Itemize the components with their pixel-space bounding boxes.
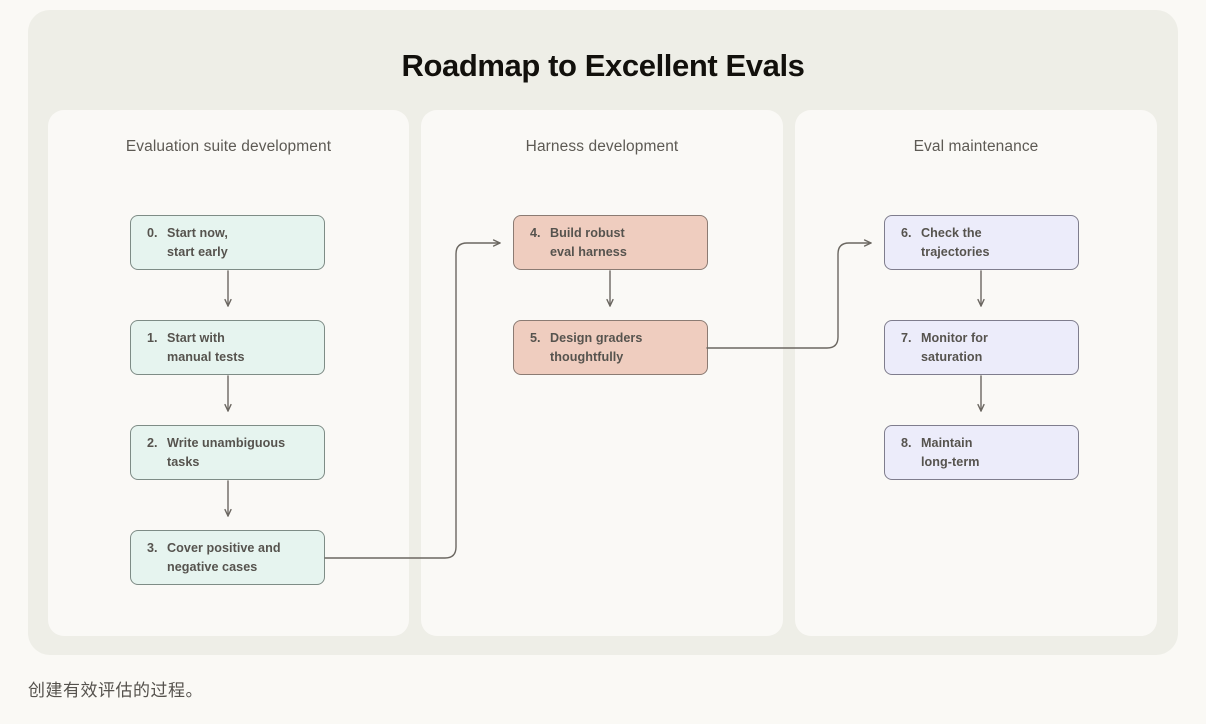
node-8[interactable]: 8. Maintain long-term (884, 425, 1079, 480)
node-7-number: 7. (901, 331, 912, 346)
node-6[interactable]: 6. Check the trajectories (884, 215, 1079, 270)
column-panel-eval-maintenance: Eval maintenance 6. Check the trajectori… (795, 110, 1157, 636)
node-3-number: 3. (147, 541, 158, 556)
node-0[interactable]: 0. Start now, start early (130, 215, 325, 270)
node-8-label: Maintain long-term (921, 436, 980, 469)
column-header-0: Evaluation suite development (125, 138, 332, 155)
node-5[interactable]: 5. Design graders thoughtfully (513, 320, 708, 375)
node-3[interactable]: 3. Cover positive and negative cases (130, 530, 325, 585)
node-0-number: 0. (147, 226, 158, 241)
column-header-2: Eval maintenance (913, 138, 1039, 155)
node-6-number: 6. (901, 226, 912, 241)
node-5-number: 5. (530, 331, 541, 346)
node-2-label: Write unambiguous tasks (167, 436, 286, 469)
node-7[interactable]: 7. Monitor for saturation (884, 320, 1079, 375)
diagram-card: Roadmap to Excellent Evals Evaluation su… (28, 10, 1178, 655)
node-0-label: Start now, start early (167, 226, 228, 259)
node-8-number: 8. (901, 436, 912, 451)
column-panel-harness-development: Harness development 4. Build robust eval… (421, 110, 783, 636)
figure-caption: 创建有效评估的过程。 (28, 681, 203, 701)
node-3-label: Cover positive and negative cases (167, 541, 281, 574)
node-6-label: Check the trajectories (921, 226, 990, 259)
page-title: Roadmap to Excellent Evals (401, 48, 805, 83)
node-1-label: Start with manual tests (167, 331, 245, 364)
node-2[interactable]: 2. Write unambiguous tasks (130, 425, 325, 480)
node-4[interactable]: 4. Build robust eval harness (513, 215, 708, 270)
node-4-label: Build robust eval harness (550, 226, 627, 259)
node-7-label: Monitor for saturation (921, 331, 988, 364)
node-2-number: 2. (147, 436, 158, 451)
node-5-label: Design graders thoughtfully (550, 331, 643, 364)
node-4-number: 4. (530, 226, 541, 241)
column-panel-evaluation-suite-development: Evaluation suite development 0. Start no… (48, 110, 409, 636)
node-1[interactable]: 1. Start with manual tests (130, 320, 325, 375)
node-1-number: 1. (147, 331, 158, 346)
column-header-1: Harness development (525, 138, 679, 155)
